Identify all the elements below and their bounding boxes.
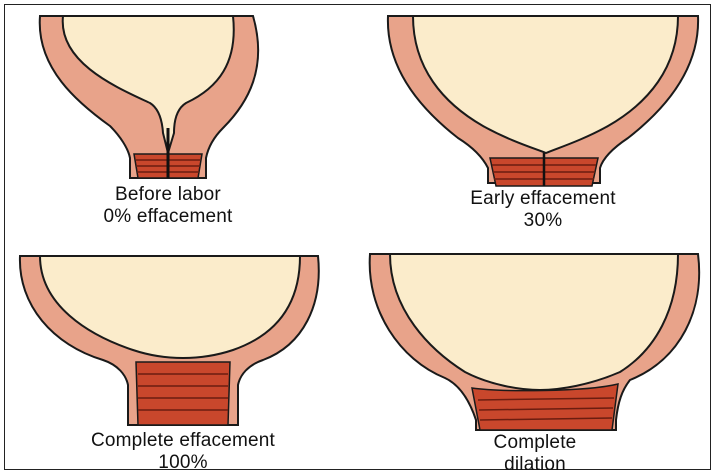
caption-line-2: 30% xyxy=(378,210,708,232)
caption-line-2: 100% xyxy=(18,452,348,472)
caption-line-1: Early effacement xyxy=(378,188,708,210)
caption-line-1: Before labor xyxy=(18,184,318,206)
panel-early-effacement: Early effacement 30% xyxy=(378,8,708,236)
caption-line-2: 0% effacement xyxy=(18,206,318,228)
cervix-muscle xyxy=(136,362,230,425)
cervix-muscle xyxy=(472,384,618,430)
panel-complete-effacement: Complete effacement 100% xyxy=(18,250,348,472)
caption-line-2: dilation xyxy=(360,454,710,472)
caption-line-1: Complete effacement xyxy=(18,430,348,452)
panel-before-labor: Before labor 0% effacement xyxy=(18,8,318,236)
panel-complete-dilation: Complete dilation xyxy=(360,250,710,472)
caption-line-1: Complete xyxy=(360,432,710,454)
